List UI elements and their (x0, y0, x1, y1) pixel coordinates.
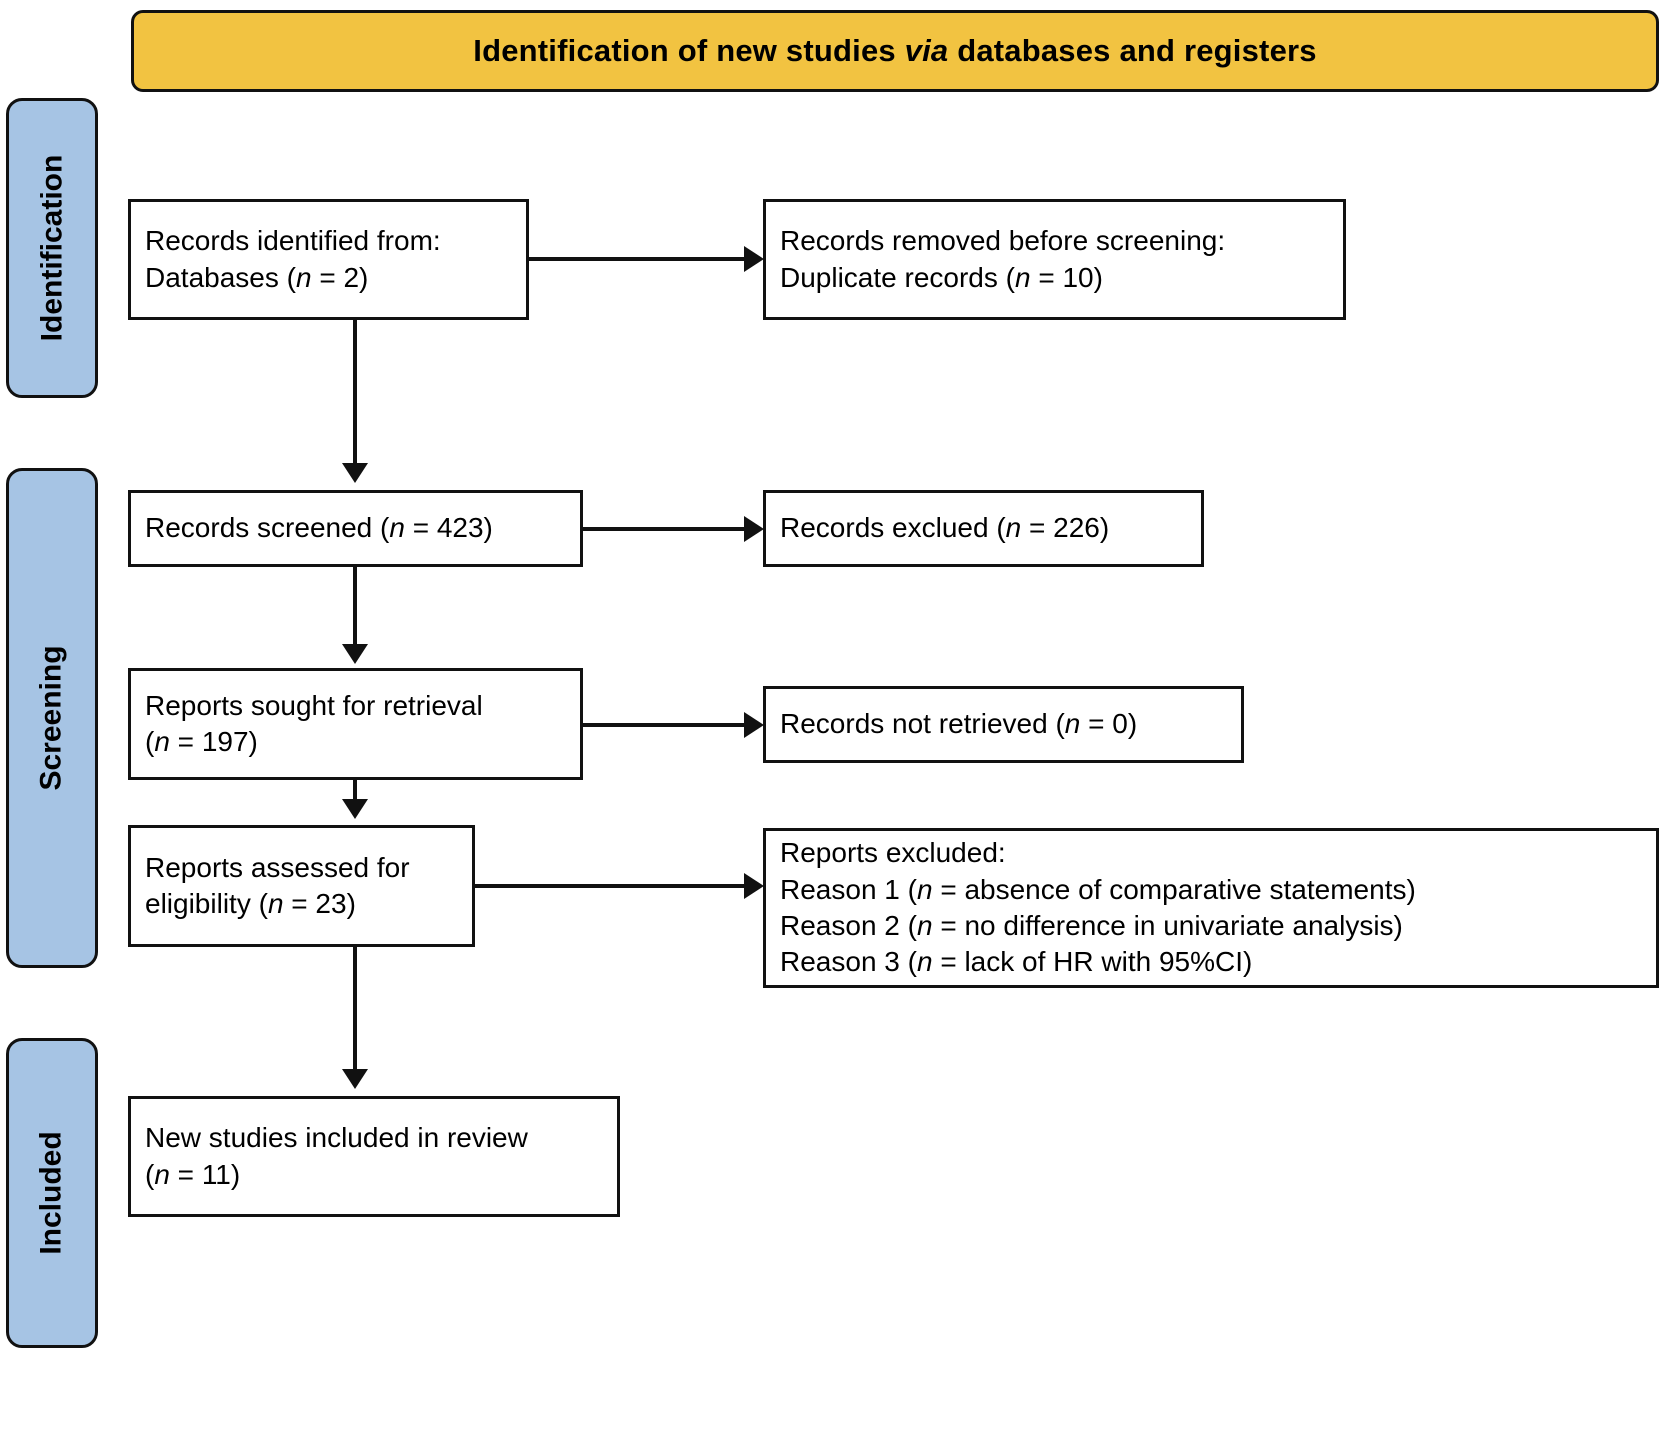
records-identified-line2-pre: Databases ( (145, 261, 296, 293)
box-records-identified: Records identified from: Databases (n = … (128, 199, 529, 320)
reports-assessed-line2-post: = 23) (283, 888, 356, 919)
records-identified-line2-post: = 2) (311, 261, 369, 293)
arrowhead-identified-to-removed (744, 246, 764, 272)
records-screened-n: n (389, 512, 405, 544)
new-studies-included-line2-pre: ( (145, 1158, 155, 1190)
records-removed-line2-n: n (1014, 261, 1031, 293)
connector-screened-to-sought (353, 567, 357, 644)
records-removed-line2-pre: Duplicate records ( (780, 261, 1015, 293)
arrowhead-sought-to-assessed (342, 799, 368, 819)
stage-label-included: Included (6, 1038, 98, 1348)
reports-sought-line2-post: = 197) (169, 726, 258, 757)
stage-label-identification: Identification (6, 98, 98, 398)
connector-identified-to-removed (529, 257, 744, 261)
records-excluded-post: = 226) (1021, 512, 1110, 544)
records-excluded-n: n (1005, 512, 1022, 544)
box-records-removed-text: Records removed before screening: Duplic… (780, 223, 1225, 296)
box-records-not-retrieved-text: Records not retrieved (n = 0) (780, 706, 1137, 742)
new-studies-included-line2-n: n (154, 1158, 170, 1190)
page-title: Identification of new studies via databa… (473, 33, 1316, 69)
box-records-excluded-text: Records exclued (n = 226) (780, 510, 1109, 546)
reports-excluded-reason1-n: n (916, 873, 933, 905)
connector-identified-to-screened (353, 320, 357, 463)
arrowhead-screened-to-sought (342, 644, 368, 664)
box-records-removed: Records removed before screening: Duplic… (763, 199, 1346, 320)
stage-label-screening-text: Screening (35, 645, 68, 791)
reports-excluded-reason3-pre: Reason 3 ( (780, 946, 917, 978)
new-studies-included-line1: New studies included in review (145, 1122, 528, 1154)
connector-assessed-to-reports-excluded (475, 884, 744, 888)
reports-sought-line2-pre: ( (145, 726, 155, 757)
records-not-retrieved-post: = 0) (1080, 708, 1138, 740)
box-reports-assessed: Reports assessed for eligibility (n = 23… (128, 825, 475, 947)
box-records-excluded: Records exclued (n = 226) (763, 490, 1204, 567)
reports-excluded-reason3-n: n (916, 946, 933, 978)
header-title-part2: databases and registers (948, 33, 1317, 68)
records-excluded-pre: Records exclued ( (780, 512, 1006, 544)
box-records-screened: Records screened (n = 423) (128, 490, 583, 567)
reports-excluded-reason3-post: = lack of HR with 95%CI) (932, 946, 1253, 978)
reports-excluded-reason1-post: = absence of comparative statements) (932, 873, 1416, 905)
reports-sought-line1: Reports sought for retrieval (145, 689, 483, 721)
arrowhead-identified-to-screened (342, 463, 368, 483)
records-removed-line2-post: = 10) (1030, 261, 1103, 293)
box-reports-assessed-text: Reports assessed for eligibility (n = 23… (145, 850, 410, 923)
records-screened-pre: Records screened ( (145, 512, 390, 544)
connector-sought-to-not-retrieved (583, 723, 744, 727)
header-title-italic-via: via (904, 33, 949, 68)
stage-label-screening: Screening (6, 468, 98, 968)
reports-assessed-line1: Reports assessed for (145, 851, 410, 883)
records-removed-line1: Records removed before screening: (780, 225, 1226, 257)
box-reports-sought-text: Reports sought for retrieval (n = 197) (145, 688, 483, 761)
box-records-identified-text: Records identified from: Databases (n = … (145, 223, 441, 296)
reports-excluded-reason1-pre: Reason 1 ( (780, 873, 917, 905)
stage-label-included-text: Included (35, 1131, 68, 1255)
records-screened-post: = 423) (404, 512, 493, 544)
records-identified-line1: Records identified from: (145, 225, 441, 257)
box-reports-excluded: Reports excluded: Reason 1 (n = absence … (763, 828, 1659, 988)
reports-excluded-reason2-n: n (916, 910, 933, 941)
box-records-screened-text: Records screened (n = 423) (145, 510, 493, 546)
reports-sought-line2-n: n (154, 726, 170, 757)
box-reports-excluded-text: Reports excluded: Reason 1 (n = absence … (780, 835, 1416, 981)
header-title-part1: Identification of new studies (473, 33, 905, 68)
reports-assessed-line2-n: n (267, 888, 284, 919)
records-identified-line2-n: n (295, 261, 312, 293)
connector-sought-to-assessed (353, 780, 357, 799)
box-new-studies-included-text: New studies included in review (n = 11) (145, 1120, 528, 1193)
header-banner: Identification of new studies via databa… (131, 10, 1659, 92)
box-new-studies-included: New studies included in review (n = 11) (128, 1096, 620, 1217)
stage-label-identification-text: Identification (35, 154, 69, 342)
arrowhead-assessed-to-included (342, 1069, 368, 1089)
reports-assessed-line2-pre: eligibility ( (145, 888, 268, 919)
reports-excluded-heading: Reports excluded: (780, 837, 1006, 869)
new-studies-included-line2-post: = 11) (169, 1158, 241, 1190)
box-records-not-retrieved: Records not retrieved (n = 0) (763, 686, 1244, 763)
connector-screened-to-excluded (583, 527, 744, 531)
arrowhead-assessed-to-reports-excluded (744, 873, 764, 899)
records-not-retrieved-n: n (1064, 708, 1081, 740)
reports-excluded-reason2-pre: Reason 2 ( (780, 910, 917, 941)
arrowhead-screened-to-excluded (744, 516, 764, 542)
records-not-retrieved-pre: Records not retrieved ( (780, 708, 1065, 740)
arrowhead-sought-to-not-retrieved (744, 712, 764, 738)
box-reports-sought: Reports sought for retrieval (n = 197) (128, 668, 583, 780)
reports-excluded-reason2-post: = no difference in univariate analysis) (932, 910, 1403, 941)
connector-assessed-to-included (353, 947, 357, 1069)
